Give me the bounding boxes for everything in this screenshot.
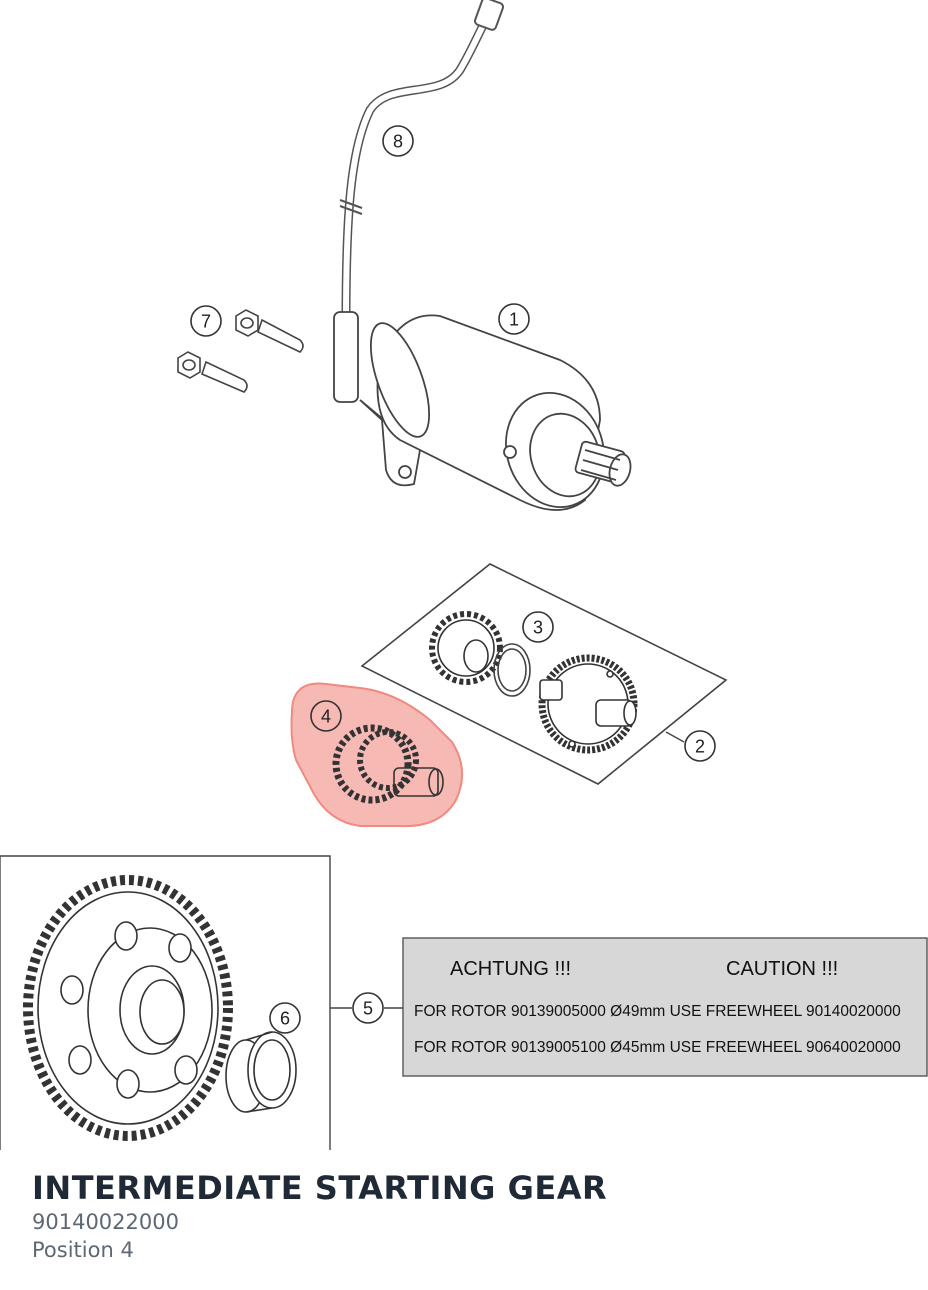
bolt-lower[interactable] xyxy=(177,351,248,393)
part-position: Position 4 xyxy=(32,1238,134,1262)
callout-7[interactable]: 7 xyxy=(190,305,222,337)
parts-diagram: ACHTUNG !!! CAUTION !!! FOR ROTOR 901390… xyxy=(0,0,928,1150)
callout-4-label: 4 xyxy=(321,707,331,727)
kit-ring[interactable] xyxy=(493,643,531,697)
callout-3[interactable]: 3 xyxy=(522,611,554,643)
callout-7-label: 7 xyxy=(201,312,211,332)
callout-6[interactable]: 6 xyxy=(269,1002,301,1034)
callout-2-label: 2 xyxy=(695,737,705,757)
callout-4[interactable]: 4 xyxy=(310,700,342,732)
callout-1[interactable]: 1 xyxy=(498,303,530,335)
starter-motor[interactable] xyxy=(333,311,634,520)
bolt-upper[interactable] xyxy=(235,309,304,353)
warning-line-1: FOR ROTOR 90139005000 Ø49mm USE FREEWHEE… xyxy=(414,1003,901,1020)
intermediate-starting-gear[interactable] xyxy=(290,682,463,828)
part-number: 90140022000 xyxy=(32,1210,179,1234)
callout-6-label: 6 xyxy=(280,1009,290,1029)
callout-8-label: 8 xyxy=(393,132,403,152)
callout-8[interactable]: 8 xyxy=(382,125,414,157)
callout-3-label: 3 xyxy=(533,618,543,638)
warning-heading-en: CAUTION !!! xyxy=(726,958,838,980)
part-info: INTERMEDIATE STARTING GEAR 90140022000 P… xyxy=(32,1168,607,1264)
kit-small-gear[interactable] xyxy=(429,611,503,685)
callout-5-label: 5 xyxy=(363,999,373,1019)
leader-lines xyxy=(330,731,685,1009)
starter-cable[interactable] xyxy=(339,0,504,321)
warning-heading-de: ACHTUNG !!! xyxy=(450,958,571,980)
freewheel-panel xyxy=(0,855,331,1150)
freewheel-gear[interactable] xyxy=(23,875,233,1141)
part-title: INTERMEDIATE STARTING GEAR xyxy=(32,1169,608,1207)
freewheel-bearing[interactable] xyxy=(225,1031,297,1113)
callout-2[interactable]: 2 xyxy=(684,730,716,762)
warning-box: ACHTUNG !!! CAUTION !!! FOR ROTOR 901390… xyxy=(402,937,928,1077)
callout-5[interactable]: 5 xyxy=(352,992,384,1024)
warning-line-2: FOR ROTOR 90139005100 Ø45mm USE FREEWHEE… xyxy=(414,1039,901,1056)
kit-large-gear[interactable] xyxy=(538,654,638,754)
callout-1-label: 1 xyxy=(509,310,519,330)
gear-kit-frame xyxy=(360,563,728,785)
